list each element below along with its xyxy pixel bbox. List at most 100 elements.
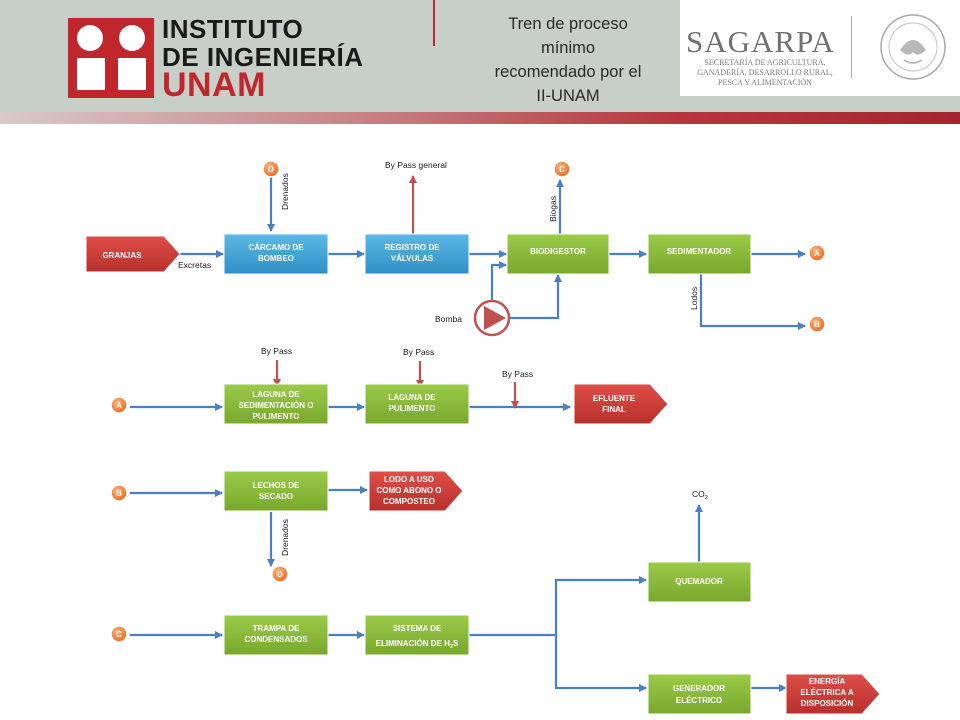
label-excretas: Excretas — [178, 260, 211, 270]
diagram-element: GRANJAS CÁRCAMO DE BOMBEO REGISTRO DE VÁ… — [102, 243, 853, 708]
label-quemador: QUEMADOR — [675, 577, 723, 586]
label-labels-co2-sub: 2 — [705, 495, 708, 501]
label-nodes-trampa-0: TRAMPA DE — [253, 624, 300, 633]
node-b-out — [808, 315, 826, 333]
sagarpa-divider — [851, 16, 852, 78]
label-nodes-sistema-2: 2 — [450, 644, 453, 650]
box-biodigestor — [506, 233, 610, 275]
label-nodes-sistema-3: S — [453, 639, 459, 648]
label-nodes-sistema-1: ELIMINACIÓN DE H — [376, 639, 450, 648]
label-connectors-C: C — [116, 630, 122, 639]
diagram-element — [130, 176, 806, 692]
label-sedimentador: SEDIMENTADOR — [667, 247, 732, 256]
arrow-bomba-recirculation — [490, 261, 507, 302]
label-labels-co2: CO — [692, 489, 705, 499]
diagram-element — [110, 160, 826, 643]
node-a-out — [808, 244, 826, 262]
logo-line-2: DE INGENIERÍA — [162, 42, 364, 72]
label-nodes-registro-0: REGISTRO DE — [384, 243, 440, 252]
diagram-element — [484, 306, 506, 330]
label-bypass-1: By Pass — [261, 346, 292, 356]
label-nodes-efluente-1: FINAL — [602, 405, 626, 414]
label-connectors-B: B — [116, 489, 122, 498]
label-nodes-energia-0: ENERGÍA — [809, 677, 846, 686]
label-connectors-A: A — [814, 249, 820, 258]
label-nodes-laguna-sed-0: LAGUNA DE — [252, 390, 300, 399]
sagarpa-logo: SAGARPA — [686, 24, 835, 59]
label-nodes-lechos-0: LECHOS DE — [253, 481, 300, 490]
label-bypass-2: By Pass — [403, 347, 434, 357]
label-nodes-laguna-sed-2: PULIMENTO — [253, 412, 300, 421]
label-co2: CO2 — [692, 489, 708, 501]
arrow-bomba-to-biodigestor — [510, 274, 562, 320]
label-nodes-registro-1: VÁLVULAS — [391, 254, 434, 263]
label-nodes-generador-1: ELÉCTRICO — [676, 696, 722, 705]
diagram-element — [85, 233, 881, 715]
node-d-top — [262, 160, 280, 178]
box-generador — [647, 673, 752, 715]
page-title: Tren de proceso mínimo recomendado por e… — [494, 15, 642, 105]
diagram-element — [273, 175, 519, 409]
diagram-element: D C A B A B D C — [116, 165, 820, 639]
box-granjas — [85, 235, 181, 273]
label-connectors-A: A — [116, 401, 122, 410]
pump-icon — [473, 299, 511, 337]
label-nodes-carcamo-0: CÁRCAMO DE — [248, 243, 304, 252]
node-c-in — [110, 625, 128, 643]
node-a-in — [110, 396, 128, 414]
label-nodes-laguna-pul-0: LAGUNA DE — [388, 393, 436, 402]
label-bomba: Bomba — [435, 314, 462, 324]
label-biogas: Biogas — [548, 196, 558, 222]
label-connectors-C: C — [559, 165, 565, 174]
label-lodos: Lodos — [689, 287, 699, 310]
label-nodes-sistema-0: SISTEMA DE — [393, 624, 442, 633]
label-nodes-lodo-2: COMPOSTEO — [383, 497, 435, 506]
arrow-split-to-quemador — [554, 576, 647, 635]
label-nodes-generador-0: GENERADOR — [673, 684, 725, 693]
label-nodes-efluente-0: EFLUENTE — [593, 394, 636, 403]
box-trampa — [223, 614, 329, 656]
mexico-seal-icon — [880, 14, 946, 80]
label-nodes-energia-2: DISPOSICIÓN — [801, 699, 854, 708]
box-sedimentador — [647, 233, 752, 275]
header-divider — [433, 0, 435, 46]
box-quemador — [647, 561, 752, 603]
box-lechos — [223, 470, 329, 512]
box-laguna-sed — [223, 383, 329, 425]
label-nodes-lodo-0: LODO A USO — [384, 475, 434, 484]
sagarpa-subtitle: SECRETARÍA DE AGRICULTURA, GANADERÍA, DE… — [697, 58, 833, 87]
logo-line-1: INSTITUTO — [162, 14, 304, 44]
label-nodes-trampa-1: CONDENSADOS — [244, 635, 308, 644]
label-biodigestor: BIODIGESTOR — [530, 247, 586, 256]
node-b-in — [110, 484, 128, 502]
node-d-bottom — [271, 565, 289, 583]
arrow-split-to-generador — [554, 635, 647, 692]
label-connectors-D: D — [268, 165, 274, 174]
label-nodes-lodo-1: COMO ABONO O — [376, 486, 441, 495]
label-connectors-B: B — [814, 320, 820, 329]
label-sistema-line2: ELIMINACIÓN DE H2S — [376, 639, 459, 650]
box-lodo — [368, 470, 464, 512]
ii-unam-logo-icon — [68, 18, 154, 98]
box-sistema — [364, 614, 470, 656]
label-nodes-laguna-pul-1: PULIMENTO — [389, 404, 436, 413]
diagram-element: By Pass general Excretas Bomba By Pass B… — [178, 160, 708, 556]
box-carcamo — [223, 233, 329, 275]
label-bypass-general: By Pass general — [385, 160, 447, 170]
label-drenados-bottom: Drenados — [280, 519, 290, 556]
box-registro — [364, 233, 470, 275]
label-nodes-carcamo-1: BOMBEO — [258, 254, 294, 263]
label-nodes-laguna-sed-1: SEDIMENTACIÓN O — [239, 401, 314, 410]
label-nodes-lechos-1: SECADO — [259, 492, 293, 501]
box-energia — [785, 673, 881, 715]
box-efluente — [573, 383, 669, 425]
header-stripe — [0, 112, 960, 124]
logo-line-3: UNAM — [162, 66, 266, 104]
label-granjas: GRANJAS — [102, 251, 142, 260]
arrow-sedimentador-to-b — [699, 274, 806, 330]
label-connectors-D: D — [277, 570, 283, 579]
box-laguna-pul — [364, 383, 470, 425]
label-nodes-energia-1: ELÉCTRICA A — [800, 688, 853, 697]
node-c-top — [553, 160, 571, 178]
